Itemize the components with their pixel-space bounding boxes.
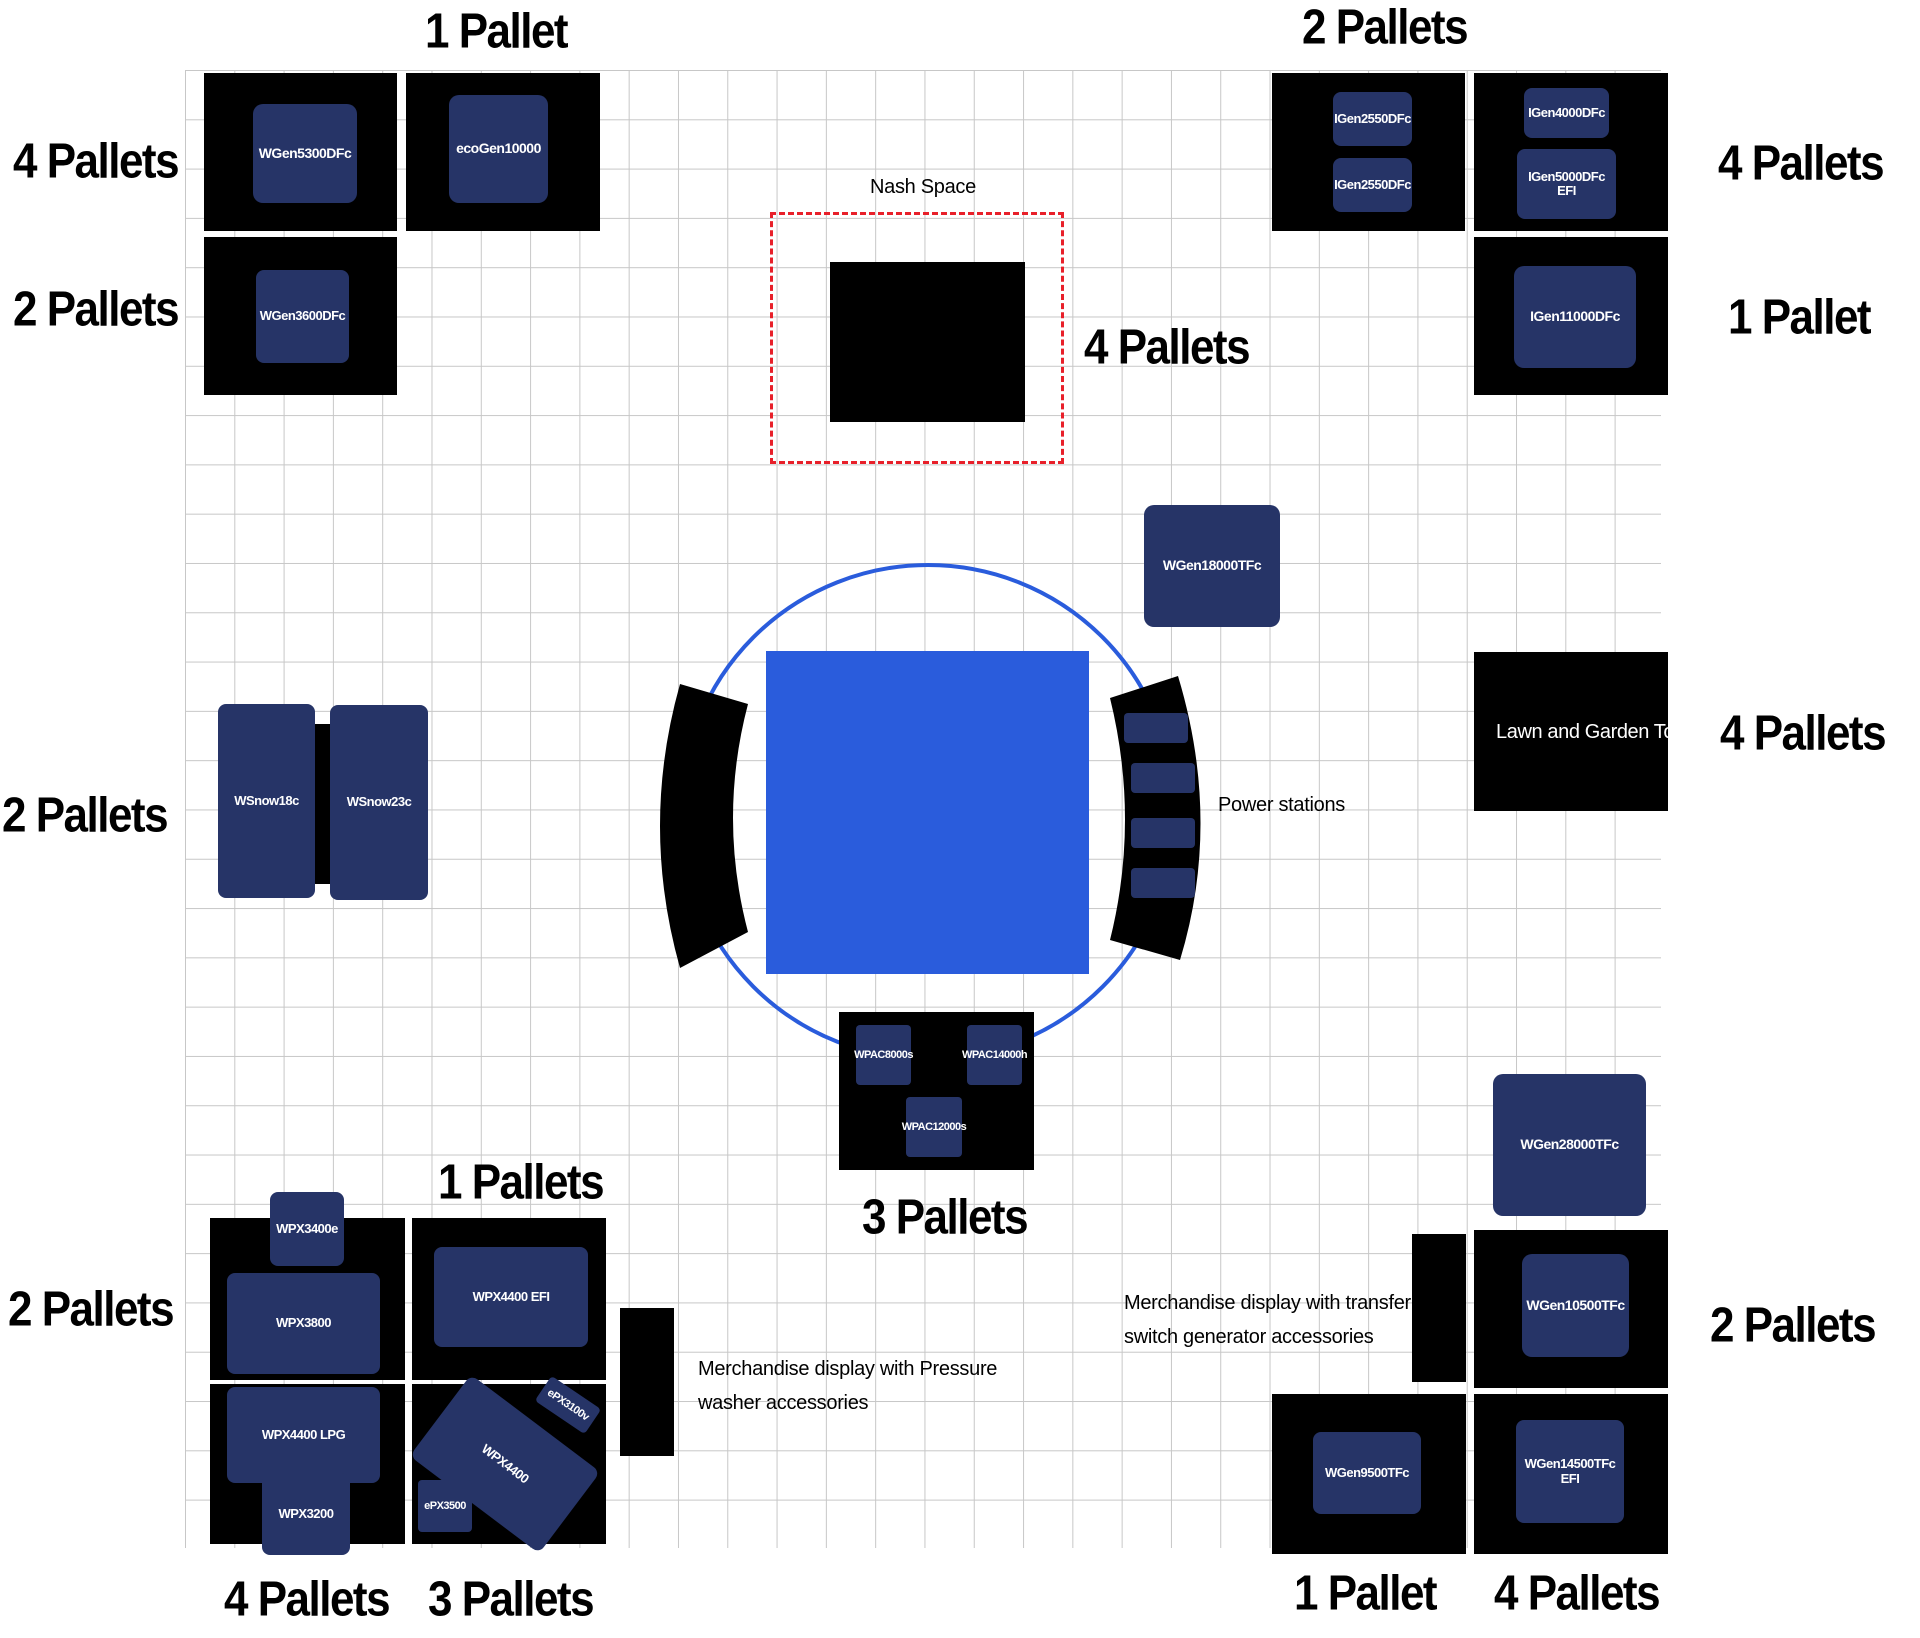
unit-wgen14500[interactable]: WGen14500TFc EFI bbox=[1516, 1420, 1624, 1523]
label-left-2-pallets: 2 Pallets bbox=[13, 282, 180, 337]
unit-wgen28000[interactable]: WGen28000TFc bbox=[1493, 1074, 1646, 1216]
power-station-unit[interactable] bbox=[1131, 763, 1195, 793]
label-right-4-pallets-top: 4 Pallets bbox=[1718, 136, 1885, 191]
unit-igen2550-b[interactable]: IGen2550DFc bbox=[1333, 158, 1412, 212]
merch-display-transfer[interactable] bbox=[1412, 1234, 1466, 1382]
label-right-4-pallets-mid: 4 Pallets bbox=[1720, 706, 1887, 761]
unit-wpac14000[interactable]: WPAC14000h bbox=[962, 1025, 1028, 1085]
label-left-mid-2-pallets: 2 Pallets bbox=[2, 788, 169, 843]
label-bottom-right-1-pallet: 1 Pallet bbox=[1294, 1566, 1438, 1621]
unit-wgen10500[interactable]: WGen10500TFc bbox=[1522, 1254, 1629, 1357]
unit-wpx4400lpg[interactable]: WPX4400 LPG bbox=[227, 1387, 380, 1483]
unit-igen5000[interactable]: IGen5000DFc EFI bbox=[1517, 149, 1616, 219]
transfer-note-line1: Merchandise display with transfer bbox=[1124, 1292, 1411, 1314]
label-left-4-pallets: 4 Pallets bbox=[13, 134, 180, 189]
unit-ecogen[interactable]: ecoGen10000 bbox=[449, 95, 548, 203]
center-display-table[interactable] bbox=[766, 651, 1089, 974]
power-stations-label: Power stations bbox=[1218, 794, 1345, 816]
unit-wsnow18[interactable]: WSnow18c bbox=[218, 704, 315, 898]
label-nash-4-pallets: 4 Pallets bbox=[1084, 320, 1251, 375]
label-bottom-3-pallets: 3 Pallets bbox=[428, 1572, 595, 1627]
unit-wgen5300[interactable]: WGen5300DFc bbox=[253, 104, 357, 203]
unit-epx3500[interactable]: ePX3500 bbox=[418, 1480, 472, 1532]
label-right-bottom-2-pallets: 2 Pallets bbox=[1710, 1298, 1877, 1353]
nash-space-boundary bbox=[770, 212, 1064, 464]
unit-wpx3800[interactable]: WPX3800 bbox=[227, 1273, 380, 1374]
label-bottom-1-pallets: 1 Pallets bbox=[438, 1155, 605, 1210]
pressure-note-line2: washer accessories bbox=[698, 1392, 869, 1414]
left-curved-display bbox=[660, 684, 748, 968]
label-bottom-right-4-pallets: 4 Pallets bbox=[1494, 1566, 1661, 1621]
lawn-garden-label: Lawn and Garden Tools bbox=[1496, 721, 1699, 743]
pallet-lawn-garden[interactable] bbox=[1474, 652, 1668, 811]
label-top-left-1-pallet: 1 Pallet bbox=[425, 4, 569, 59]
unit-wgen9500[interactable]: WGen9500TFc bbox=[1313, 1432, 1421, 1514]
unit-wgen3600[interactable]: WGen3600DFc bbox=[256, 270, 349, 363]
unit-wsnow23[interactable]: WSnow23c bbox=[330, 705, 428, 900]
power-station-unit[interactable] bbox=[1124, 713, 1188, 743]
power-station-unit[interactable] bbox=[1131, 868, 1195, 898]
nash-space-label: Nash Space bbox=[870, 176, 976, 198]
power-station-unit[interactable] bbox=[1131, 818, 1195, 848]
label-top-right-2-pallets: 2 Pallets bbox=[1302, 0, 1469, 55]
unit-wpx3400[interactable]: WPX3400e bbox=[270, 1192, 344, 1266]
label-left-bottom-2-pallets: 2 Pallets bbox=[8, 1282, 175, 1337]
label-right-1-pallet: 1 Pallet bbox=[1728, 290, 1872, 345]
label-bottom-4-pallets: 4 Pallets bbox=[224, 1572, 391, 1627]
label-center-3-pallets: 3 Pallets bbox=[862, 1190, 1029, 1245]
transfer-note-line2: switch generator accessories bbox=[1124, 1326, 1374, 1348]
unit-wpx3200[interactable]: WPX3200 bbox=[262, 1473, 350, 1555]
unit-igen2550-a[interactable]: IGen2550DFc bbox=[1333, 92, 1412, 146]
pressure-note-line1: Merchandise display with Pressure bbox=[698, 1358, 998, 1380]
unit-wpac12000[interactable]: WPAC12000s bbox=[902, 1097, 967, 1157]
nash-pallet[interactable] bbox=[830, 262, 1025, 422]
unit-wpac8000[interactable]: WPAC8000s bbox=[854, 1025, 913, 1085]
unit-wpx4400efi[interactable]: WPX4400 EFI bbox=[434, 1247, 588, 1347]
unit-wgen18000[interactable]: WGen18000TFc bbox=[1144, 505, 1280, 627]
unit-igen4000[interactable]: IGen4000DFc bbox=[1524, 88, 1609, 138]
merch-display-pressure[interactable] bbox=[620, 1308, 674, 1456]
unit-igen11000[interactable]: IGen11000DFc bbox=[1514, 266, 1636, 368]
